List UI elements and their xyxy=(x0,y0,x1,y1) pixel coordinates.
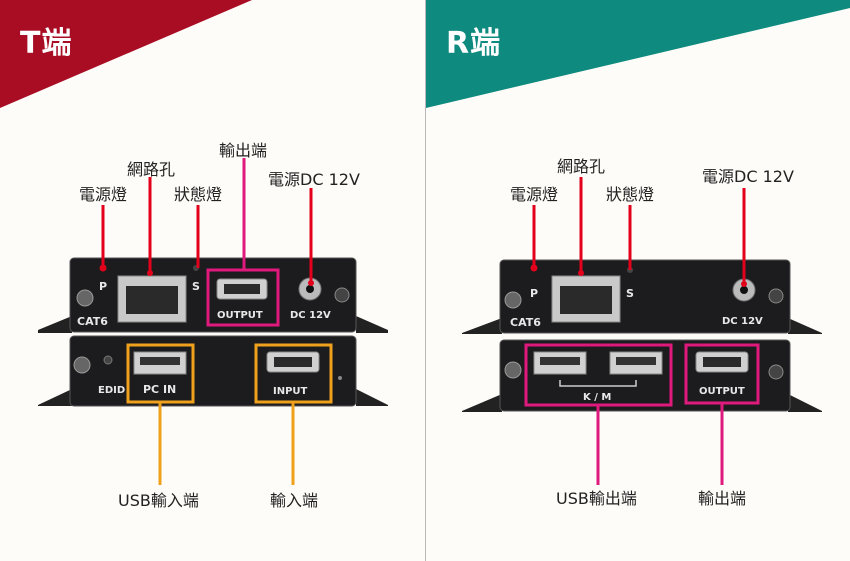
t-panel: T端 P CAT6 S OUTPUT DC 12V EDID PC IN INP… xyxy=(0,0,388,510)
r-network-dot-icon xyxy=(578,270,584,276)
r-dc-label: 電源DC 12V xyxy=(702,167,794,186)
t-output-box xyxy=(206,268,280,327)
r-lower-unit xyxy=(499,339,791,412)
t-cat6-text: CAT6 xyxy=(77,315,108,328)
r-device-diagram: P CAT6 S DC 12V K / M OUTPUT xyxy=(462,177,822,485)
r-rj45-inner-icon xyxy=(560,286,612,314)
t-upper-flange-left xyxy=(38,316,72,333)
r-dc-text: DC 12V xyxy=(722,316,763,327)
t-input-label: 輸入端 xyxy=(270,491,319,510)
r-p-text: P xyxy=(530,287,538,300)
r-lower-flange-left xyxy=(462,394,502,412)
t-title: T端 xyxy=(20,26,73,61)
t-pcin-text: PC IN xyxy=(143,383,176,396)
t-network-dot-icon xyxy=(147,270,153,276)
t-hdmi-input-inner-icon xyxy=(274,357,312,367)
r-screw-right-icon xyxy=(768,288,784,304)
t-network-label: 網路孔 xyxy=(127,160,176,179)
t-output-label: 輸出端 xyxy=(219,141,268,160)
t-rj45-inner-icon xyxy=(126,286,178,314)
t-dot-icon xyxy=(338,376,342,380)
t-usb-inner-icon xyxy=(140,357,180,365)
r-km-text: K / M xyxy=(583,392,611,403)
r-title: R端 xyxy=(446,26,502,61)
t-power-label: 電源燈 xyxy=(79,185,128,204)
t-screw-right-icon xyxy=(334,287,350,303)
t-dc-jack-inner-icon xyxy=(306,285,314,293)
r-dc-dot-icon xyxy=(741,281,747,287)
r-output-label: 輸出端 xyxy=(698,489,747,508)
t-p-text: P xyxy=(99,280,107,293)
t-usb-label: USB輸入端 xyxy=(118,491,199,510)
t-banner xyxy=(0,0,252,108)
r-network-label: 網路孔 xyxy=(557,157,606,176)
r-banner xyxy=(426,0,850,108)
r-km-bracket xyxy=(559,380,637,387)
r-panel: R端 P CAT6 S DC 12V K / M OUTPUT xyxy=(426,0,850,561)
r-usb-label: USB輸出端 xyxy=(556,489,637,508)
panel-divider xyxy=(425,0,426,561)
r-cat6-text: CAT6 xyxy=(510,316,541,329)
r-status-label: 狀態燈 xyxy=(606,185,655,204)
t-output-text: OUTPUT xyxy=(217,310,263,321)
r-usb-inner2-icon xyxy=(616,357,656,365)
r-upper-flange-left xyxy=(462,318,502,334)
t-upper-flange-right xyxy=(356,316,388,333)
r-lower-screw-right-icon xyxy=(768,364,784,380)
t-dc-label: 電源DC 12V xyxy=(268,170,360,189)
r-s-text: S xyxy=(626,287,634,300)
r-hdmi-output-inner-icon xyxy=(703,357,741,367)
t-lower-flange-left xyxy=(38,389,72,406)
r-dc-jack-inner-icon xyxy=(740,286,748,294)
t-s-text: S xyxy=(192,280,200,293)
t-edid-text: EDID xyxy=(98,385,125,396)
r-power-label: 電源燈 xyxy=(510,185,559,204)
r-screw-icon xyxy=(504,291,522,309)
t-edid-button-icon xyxy=(103,355,113,365)
r-lower-flange-right xyxy=(788,394,822,412)
t-screw-icon xyxy=(76,289,94,307)
t-device-diagram: P CAT6 S OUTPUT DC 12V EDID PC IN INPUT xyxy=(38,158,388,485)
r-usb-inner1-icon xyxy=(540,357,580,365)
r-upper-flange-right xyxy=(788,318,822,334)
t-dc-dot-icon xyxy=(308,280,314,286)
r-output-text: OUTPUT xyxy=(699,386,745,397)
t-hdmi-output-inner-icon xyxy=(224,284,260,294)
r-lower-screw-icon xyxy=(504,361,522,379)
t-lower-flange-right xyxy=(356,389,388,406)
t-dc-text: DC 12V xyxy=(290,310,331,321)
t-status-label: 狀態燈 xyxy=(174,185,223,204)
t-input-text: INPUT xyxy=(273,386,308,397)
t-lower-screw-icon xyxy=(73,356,91,374)
